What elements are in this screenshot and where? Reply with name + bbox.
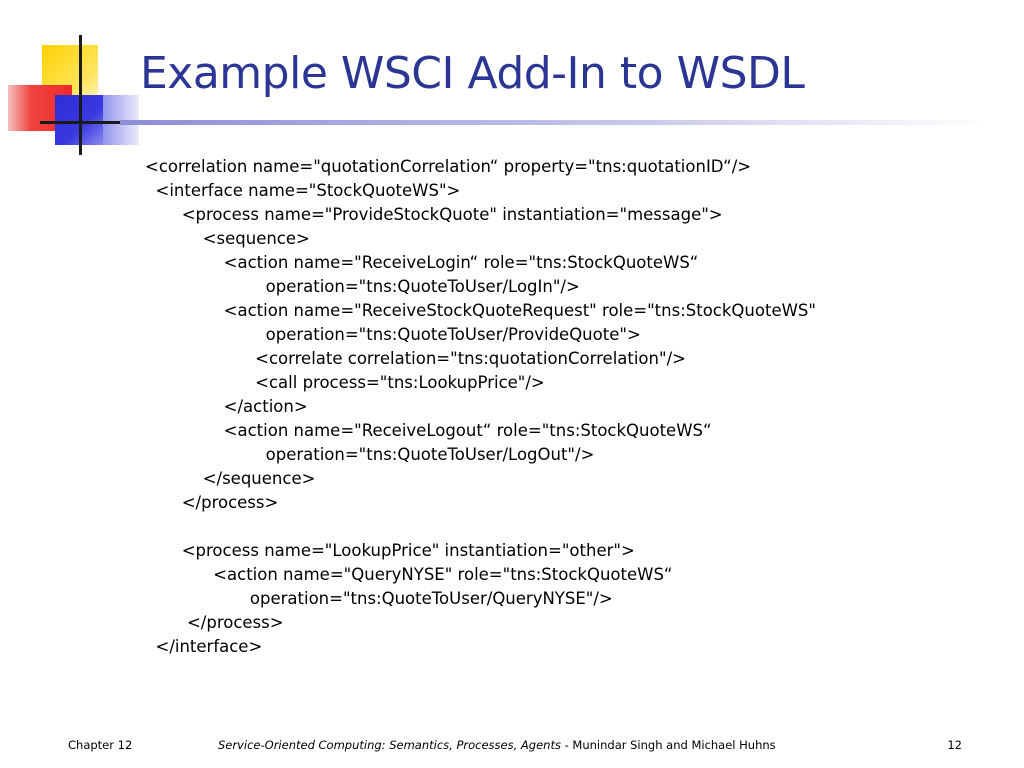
footer-book-title: Service-Oriented Computing: Semantics, P…	[218, 738, 561, 752]
footer-authors: - Munindar Singh and Michael Huhns	[560, 738, 776, 752]
code-line: <call process="tns:LookupPrice"/>	[145, 373, 545, 392]
footer-citation: Service-Oriented Computing: Semantics, P…	[218, 738, 776, 752]
code-line: <interface name="StockQuoteWS">	[145, 181, 461, 200]
code-line: </interface>	[145, 637, 263, 656]
code-line: operation="tns:QuoteToUser/QueryNYSE"/>	[145, 589, 613, 608]
code-line: <correlation name="quotationCorrelation“…	[145, 157, 752, 176]
logo-horizontal-line	[40, 121, 140, 124]
code-line: <process name="LookupPrice" instantiatio…	[145, 541, 635, 560]
code-line: <action name="ReceiveLogin“ role="tns:St…	[145, 253, 699, 272]
title-underline	[120, 120, 990, 125]
logo-vertical-line	[79, 35, 82, 155]
code-line: <process name="ProvideStockQuote" instan…	[145, 205, 723, 224]
code-line: </sequence>	[145, 469, 316, 488]
code-block: <correlation name="quotationCorrelation“…	[145, 155, 816, 659]
code-line: </process>	[145, 613, 284, 632]
slide-logo-graphic	[0, 0, 140, 160]
code-line: <action name="ReceiveStockQuoteRequest" …	[145, 301, 816, 320]
code-line: </action>	[145, 397, 308, 416]
code-line: operation="tns:QuoteToUser/LogIn"/>	[145, 277, 580, 296]
code-line: <correlate correlation="tns:quotationCor…	[145, 349, 686, 368]
footer-chapter: Chapter 12	[68, 738, 133, 752]
code-line: operation="tns:QuoteToUser/ProvideQuote"…	[145, 325, 641, 344]
code-line: <sequence>	[145, 229, 310, 248]
code-line: operation="tns:QuoteToUser/LogOut"/>	[145, 445, 595, 464]
code-line	[145, 515, 816, 539]
code-line: <action name="QueryNYSE" role="tns:Stock…	[145, 565, 673, 584]
code-line: </process>	[145, 493, 279, 512]
code-line: <action name="ReceiveLogout“ role="tns:S…	[145, 421, 712, 440]
slide-title: Example WSCI Add-In to WSDL	[140, 48, 805, 99]
footer-page-number: 12	[947, 738, 962, 752]
